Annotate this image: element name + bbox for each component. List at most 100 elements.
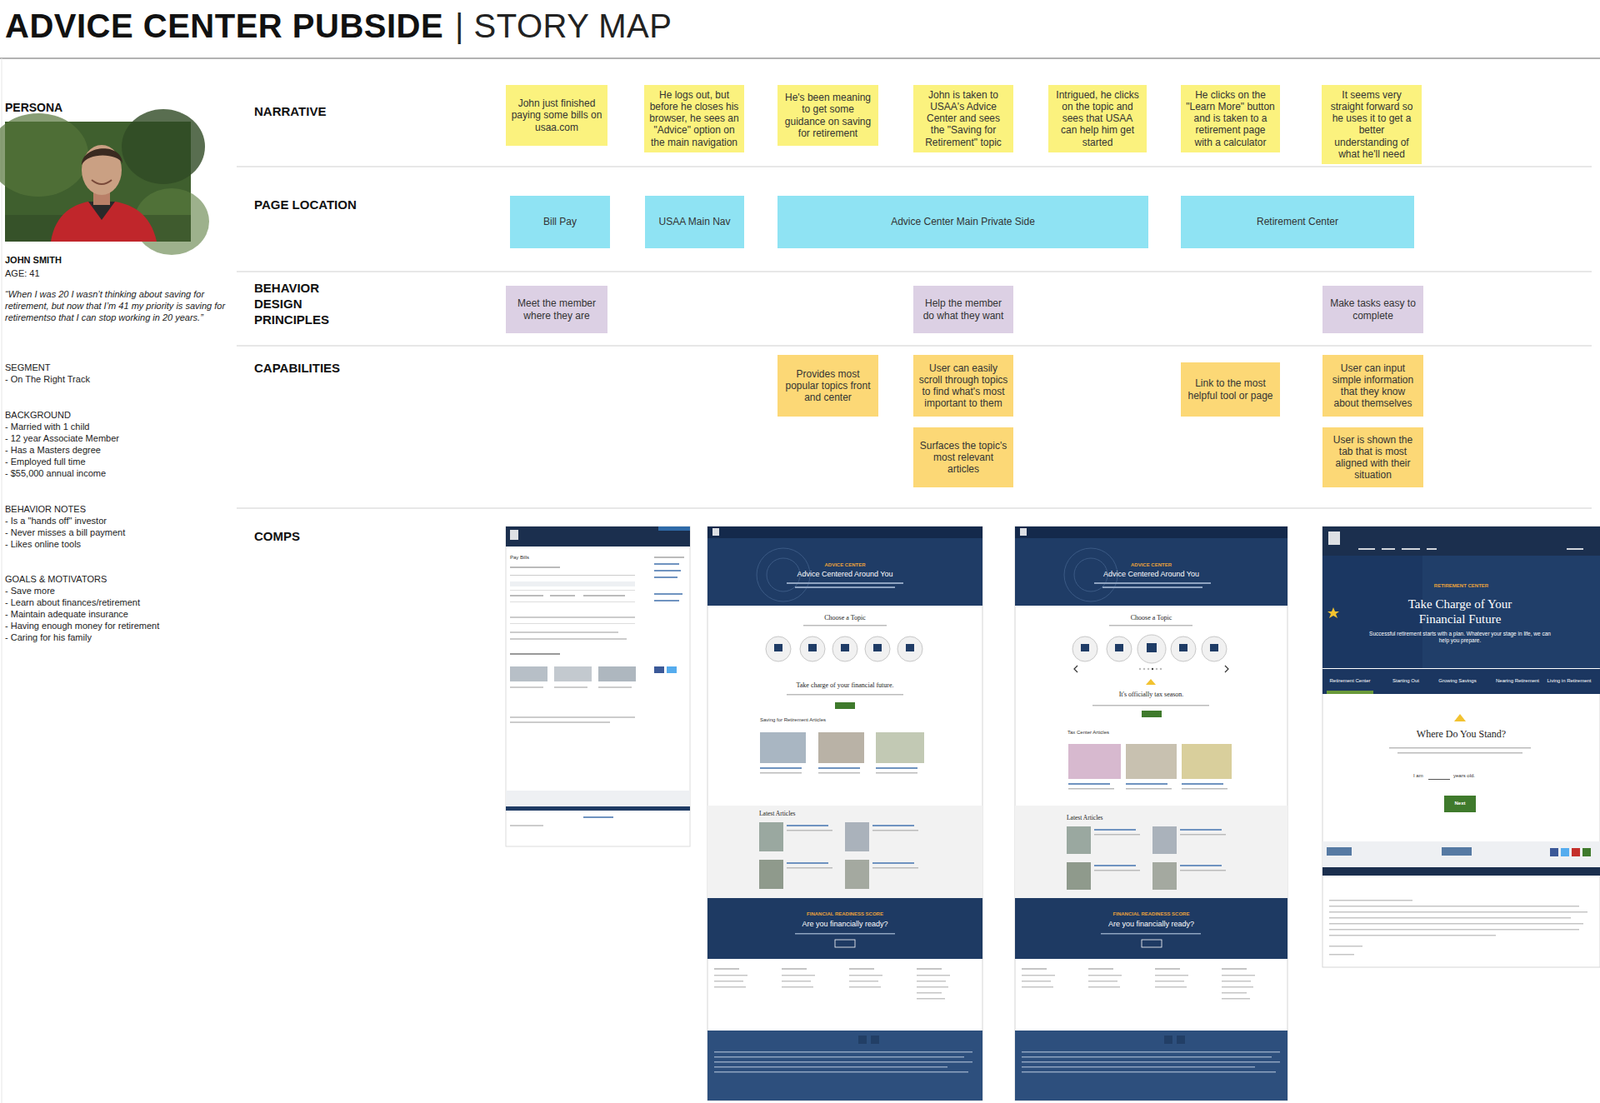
comp-text: FINANCIAL READINESS SCORE [707,911,983,918]
note-text: Advice Center Main Private Side [890,215,1035,228]
note-text: Retirement Center [1256,215,1339,228]
persona-text: - Employed full time [5,455,86,468]
persona-text: - Save more [5,585,55,597]
capability-note: Surfaces the topic's most relevant artic… [913,427,1014,488]
comp-text: Choose a Topic [1015,614,1288,623]
persona-name: JOHN SMITH [5,255,62,265]
comp-text: Choose a Topic [707,614,983,623]
note-text: He clicks on the "Learn More" button and… [1185,89,1275,149]
comp-text: ADVICE CENTER [1015,562,1288,569]
comp-text: Nearing Retirement [1492,678,1543,685]
persona-text: - On The Right Track [5,373,90,385]
persona-quote: “When I was 20 I wasn’t thinking about s… [5,288,232,324]
persona-text: - Learn about finances/retirement [5,596,140,609]
section-heading: SEGMENT [5,361,50,374]
persona-text: - $55,000 annual income [5,467,106,480]
capability-note: User can input simple information that t… [1322,355,1424,417]
comp-text: Tax Center Articles [1067,730,1235,736]
comp-text: Living in Retirement [1544,678,1595,685]
persona-text: - Likes online tools [5,538,81,550]
capability-note: Link to the most helpful tool or page [1180,362,1280,417]
persona-text: AGE: 41 [5,267,40,280]
note-text: It seems very straight forward so he use… [1326,89,1417,160]
narrative-note: He's been meaning to get some guidance o… [777,85,879,146]
note-text: User is shown the tab that is most align… [1327,434,1419,482]
note-text: Link to the most helpful tool or page [1185,377,1275,401]
note-text: Bill Pay [543,215,577,228]
page-location-bar: Retirement Center [1180,195,1415,249]
section-heading: PERSONA [5,100,63,115]
comp-text: FINANCIAL READINESS SCORE [1015,911,1288,918]
note-text: Meet the member where they are [510,297,603,321]
note-text: Provides most popular topics front and c… [782,368,874,404]
comp-text: ADVICE CENTER [707,562,983,569]
note-text: John just finished paying some bills on … [510,97,603,133]
comp-text: Take charge of your financial future. [707,681,983,690]
comp-text: Retirement Center [1325,678,1375,685]
section-heading: BACKGROUND [5,409,71,421]
narrative-note: John just finished paying some bills on … [505,85,608,146]
comp-text: I am [1413,773,1424,780]
narrative-note: He logs out, but before he closes his br… [644,85,745,153]
comp-text: Pay Bills [510,555,530,561]
comp-text: It's officially tax season. [1015,690,1288,700]
row-header: COMPS [254,528,421,545]
narrative-note: Intrigued, he clicks on the topic and se… [1048,85,1147,153]
comp-text: Are you financially ready? [707,920,983,930]
capability-note: User can easily scroll through topics to… [913,355,1014,417]
note-text: He logs out, but before he closes his br… [649,89,740,149]
comp-text: Starting Out [1380,678,1431,685]
comp-text: Growing Savings [1432,678,1483,685]
persona-text: - Is a "hands off" investor [5,515,107,527]
principle-note: Make tasks easy to complete [1322,285,1424,334]
comp-text: Latest Articles [759,810,885,818]
principle-note: Meet the member where they are [505,285,608,334]
comp-text: Next [1444,800,1476,807]
note-text: Make tasks easy to complete [1327,297,1419,321]
persona-text: - Married with 1 child [5,420,90,433]
persona-text: - 12 year Associate Member [5,432,120,445]
principle-note: Help the member do what they want [913,285,1014,334]
page-location-bar: Advice Center Main Private Side [777,195,1149,249]
note-text: User can easily scroll through topics to… [918,362,1009,410]
comp-text: Successful retirement starts with a plan… [1364,630,1556,645]
comp-text: Latest Articles [1066,814,1192,822]
comp-text: Where Do You Stand? [1322,728,1600,740]
row-header: PAGE LOCATION [254,196,421,213]
comp-text: Advice Centered Around You [707,570,983,580]
narrative-note: It seems very straight forward so he use… [1321,85,1422,165]
note-text: Help the member do what they want [918,297,1009,321]
page-location-bar: USAA Main Nav [645,195,745,249]
section-heading: GOALS & MOTIVATORS [5,573,107,585]
row-header: NARRATIVE [254,103,421,120]
persona-text: - Maintain adequate insurance [5,608,129,620]
title-suffix: | STORY MAP [455,6,672,45]
persona-text: - Having enough money for retirement [5,620,160,632]
map-title: ADVICE CENTER PUBSIDE [5,6,444,45]
comp-text: Are you financially ready? [1015,920,1288,930]
note-text: Surfaces the topic's most relevant artic… [918,440,1009,475]
row-header: CAPABILITIES [254,360,421,376]
capability-note: User is shown the tab that is most align… [1322,427,1424,488]
capability-note: Provides most popular topics front and c… [777,355,879,417]
narrative-note: John is taken to USAA's Advice Center an… [913,85,1014,153]
row-header: BEHAVIOR DESIGN PRINCIPLES [254,280,338,328]
note-text: John is taken to USAA's Advice Center an… [918,89,1009,149]
comp-text: years old. [1453,773,1475,780]
page-location-bar: Bill Pay [510,195,610,249]
note-text: He's been meaning to get some guidance o… [782,91,874,140]
comp-text: Take Charge of Your Financial Future [1389,596,1531,627]
comp-text: Advice Centered Around You [1015,570,1288,580]
section-heading: BEHAVIOR NOTES [5,503,86,515]
persona-text: - Has a Masters degree [5,444,101,456]
narrative-note: He clicks on the "Learn More" button and… [1180,85,1280,153]
comp-text: RETIREMENT CENTER [1322,583,1600,590]
note-text: Intrigued, he clicks on the topic and se… [1053,89,1142,149]
persona-text: - Never misses a bill payment [5,526,125,539]
note-text: User can input simple information that t… [1327,362,1419,410]
comp-text: Saving for Retirement Articles [760,717,927,724]
persona-text: - Caring for his family [5,631,92,644]
note-text: USAA Main Nav [658,215,730,228]
